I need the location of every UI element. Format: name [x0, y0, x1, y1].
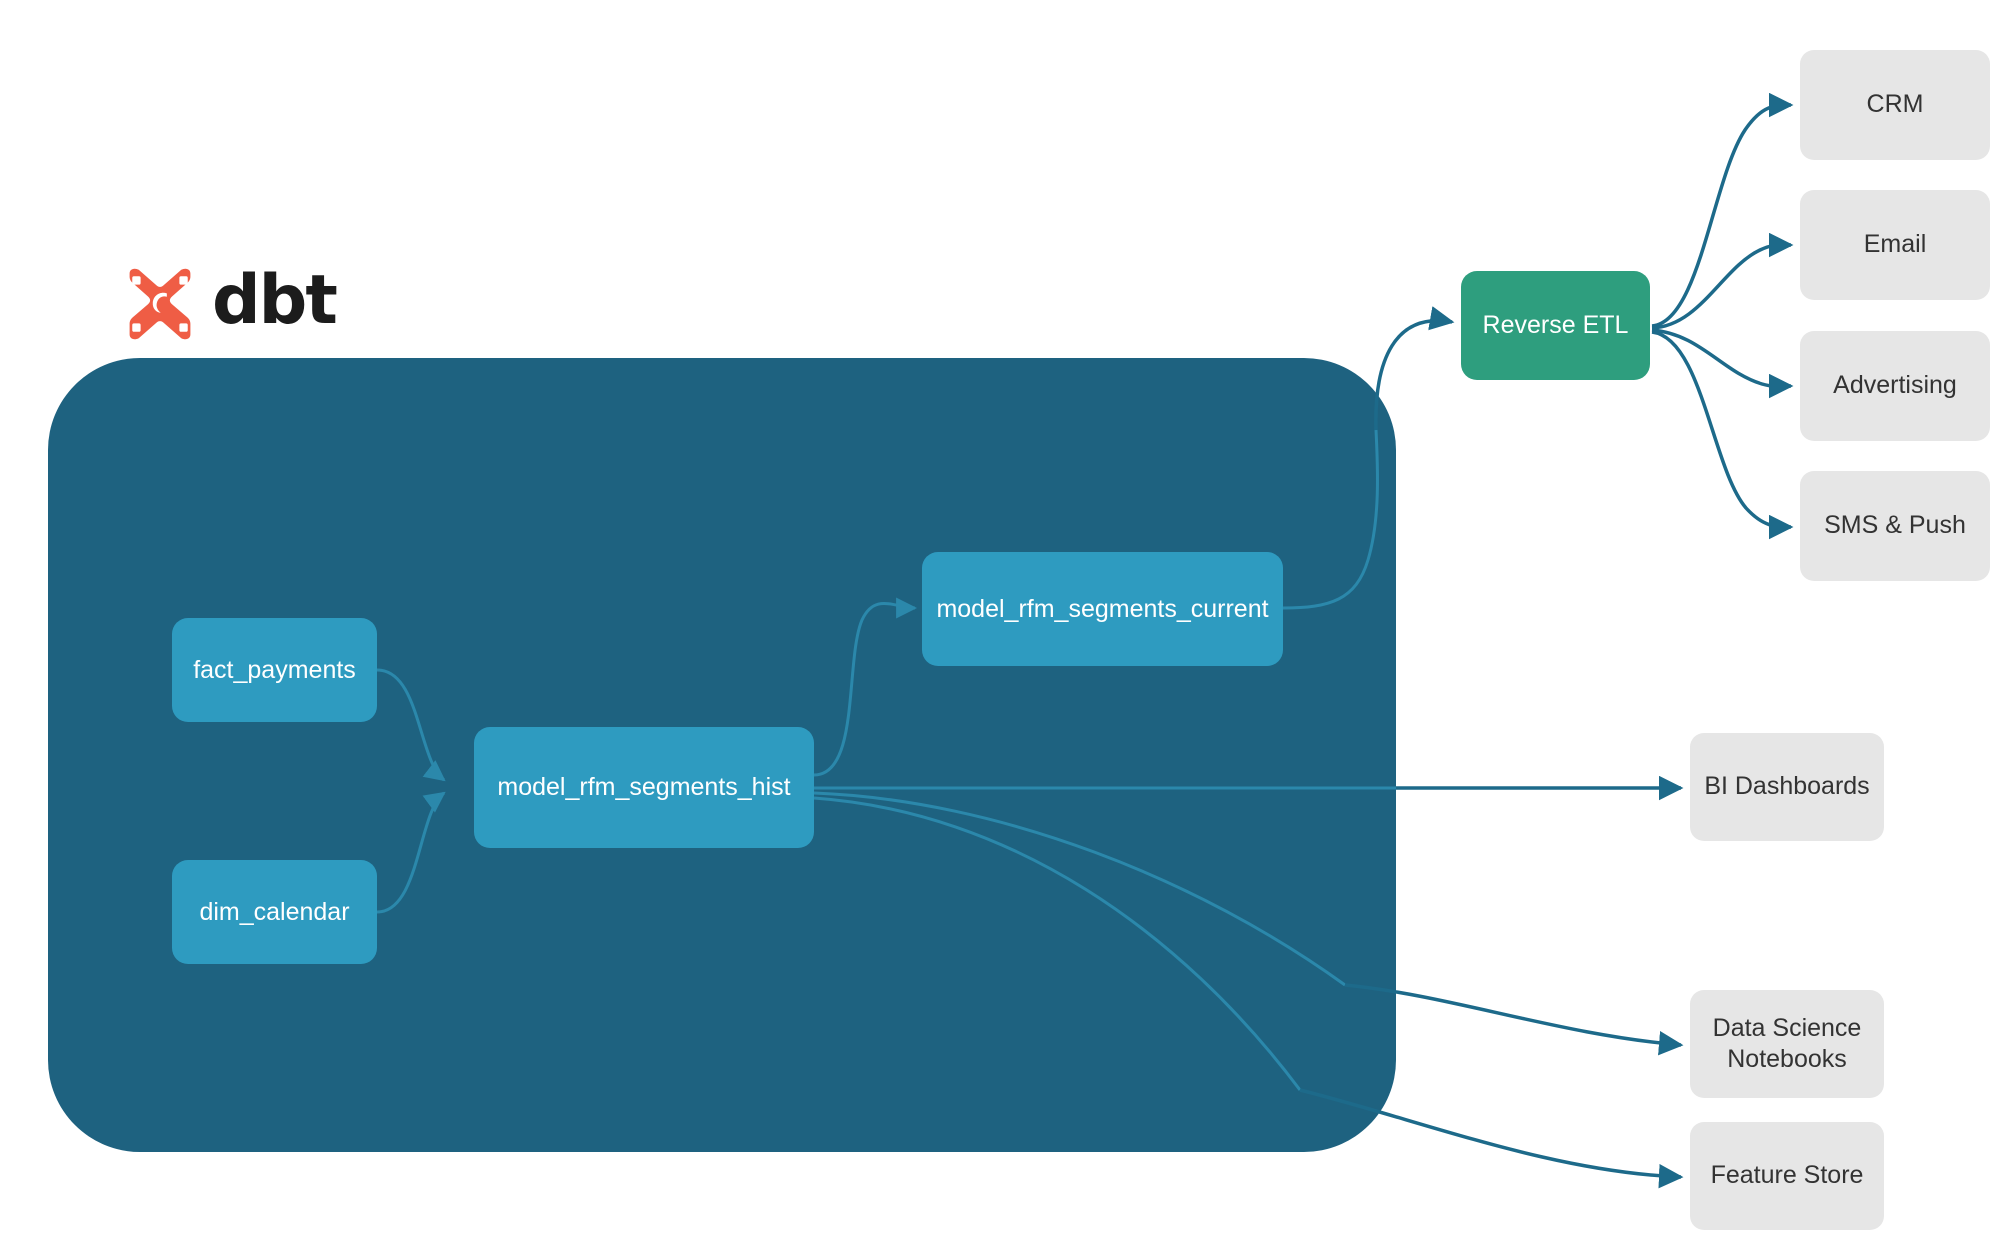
model-node-model-rfm-segments-current[interactable]: model_rfm_segments_current: [922, 552, 1283, 666]
node-label: Feature Store: [1710, 1161, 1864, 1190]
consumer-node-feature-store[interactable]: Feature Store: [1690, 1122, 1884, 1230]
dbt-logo: dbt: [122, 258, 352, 350]
dbt-wordmark: dbt: [212, 261, 338, 340]
model-node-dim-calendar[interactable]: dim_calendar: [172, 860, 377, 964]
edge-reverse-etl-to-crm: [1651, 92, 1794, 328]
edge-reverse-etl-to-advertising: [1651, 328, 1794, 399]
node-label: model_rfm_segments_hist: [497, 773, 791, 801]
consumer-node-bi-dashboards[interactable]: BI Dashboards: [1690, 733, 1884, 841]
model-node-model-rfm-segments-hist[interactable]: model_rfm_segments_hist: [474, 727, 814, 848]
node-label-line-1: Data Science: [1712, 1013, 1862, 1042]
node-label: Data Science Notebooks: [1690, 1013, 1884, 1076]
consumer-node-email[interactable]: Email: [1800, 190, 1990, 300]
consumer-node-data-science-notebooks[interactable]: Data Science Notebooks: [1690, 990, 1884, 1098]
node-label: BI Dashboards: [1704, 772, 1870, 801]
consumer-node-sms-push[interactable]: SMS & Push: [1800, 471, 1990, 581]
node-label: model_rfm_segments_current: [936, 594, 1269, 623]
node-label: fact_payments: [193, 655, 356, 684]
node-label: dim_calendar: [199, 897, 350, 926]
edge-reverse-etl-to-sms-push: [1651, 330, 1794, 540]
node-label: Email: [1863, 230, 1927, 259]
dbt-logo-icon: [129, 268, 191, 340]
node-label: CRM: [1866, 90, 1924, 119]
node-label: Reverse ETL: [1482, 311, 1629, 339]
node-label-line-2: Notebooks: [1727, 1045, 1847, 1073]
edge-reverse-etl-to-email: [1651, 232, 1794, 330]
consumer-node-crm[interactable]: CRM: [1800, 50, 1990, 160]
service-node-reverse-etl[interactable]: Reverse ETL: [1461, 271, 1650, 380]
node-label: SMS & Push: [1824, 511, 1966, 540]
model-node-fact-payments[interactable]: fact_payments: [172, 618, 377, 722]
node-label: Advertising: [1833, 371, 1957, 400]
consumer-node-advertising[interactable]: Advertising: [1800, 331, 1990, 441]
